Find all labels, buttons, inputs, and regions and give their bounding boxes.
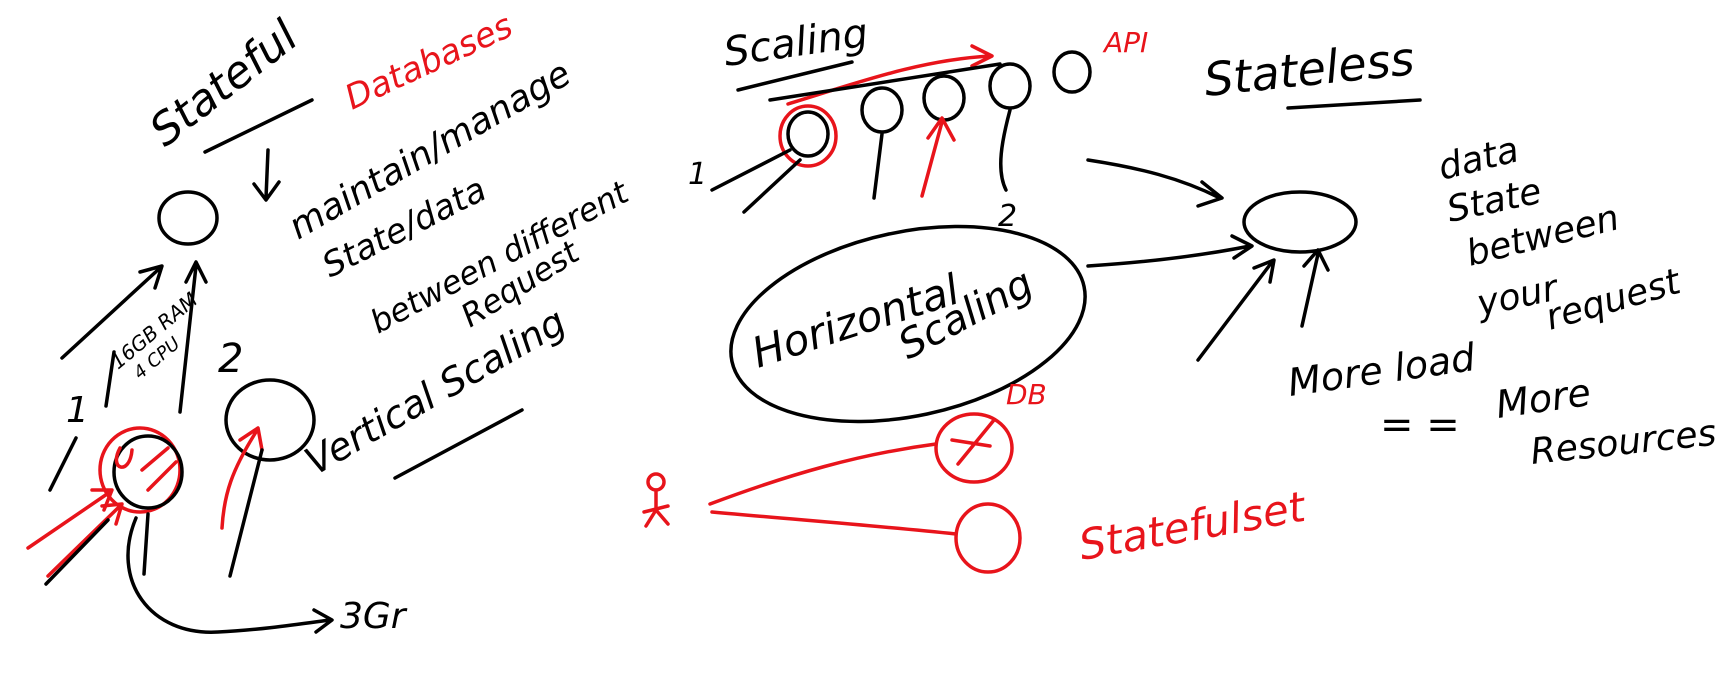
pod-1-leg-a <box>710 148 792 192</box>
stateless-title: Stateless <box>1202 31 1417 107</box>
arrow-scale-up <box>178 260 208 414</box>
arrow-to-server-2 <box>220 426 264 530</box>
stateful-section: Stateful Databases maintain/manage State… <box>26 6 636 637</box>
scaling-title-underline <box>736 60 854 92</box>
load-arrow-2 <box>46 502 124 578</box>
scaling-title: Scaling <box>721 10 871 76</box>
pod-2-leg <box>872 132 884 200</box>
resources-label: Resources <box>1529 413 1716 473</box>
user-to-db2-line <box>710 510 958 536</box>
pod-4 <box>988 62 1032 110</box>
stateless-arrow-2 <box>1086 234 1254 268</box>
pod-5 <box>1052 50 1092 94</box>
db-node-1 <box>934 412 1014 484</box>
api-label: API <box>1102 26 1148 59</box>
user-icon <box>642 472 670 528</box>
pod-2 <box>860 86 904 134</box>
pod-4-leg <box>999 108 1012 192</box>
pod-1-highlight <box>778 104 838 168</box>
scaling-label-2: 2 <box>998 199 1017 234</box>
server-node-2 <box>224 378 316 462</box>
stateless-section: Stateless data State between your reques… <box>1086 31 1716 473</box>
scaling-arrow <box>786 44 994 106</box>
specs-bracket <box>104 350 116 408</box>
scaling-guide-line <box>768 62 1002 102</box>
more-label: More <box>1493 370 1593 427</box>
db-node-1-cross <box>950 418 996 466</box>
stateful-title: Stateful <box>140 10 308 157</box>
moreload-label: More load <box>1285 335 1478 405</box>
server-node-top <box>157 190 219 246</box>
stateless-server <box>1242 190 1358 254</box>
server-2-leg <box>228 448 264 578</box>
pod-1 <box>786 110 830 158</box>
pod-3 <box>922 74 966 122</box>
stateless-arrow-3 <box>1196 258 1276 362</box>
stateless-arrow-1 <box>1086 158 1224 208</box>
stateless-title-underline <box>1286 98 1422 110</box>
pod-3-arrow <box>920 116 956 198</box>
arrow-to-server-top <box>60 264 164 360</box>
statefulset-label: Statefulset <box>1075 482 1310 570</box>
label-3gb: 3Gr <box>340 596 408 637</box>
equals-label: = = <box>1380 402 1460 448</box>
down-arrow-icon <box>252 148 281 202</box>
server-main-marks <box>114 446 178 492</box>
user-to-db1-line <box>708 442 938 506</box>
scaling-label-1: 1 <box>688 157 707 192</box>
load-arrow-3 <box>44 518 110 586</box>
server-node-main-inner <box>112 434 184 510</box>
db-label: DB <box>1006 378 1047 411</box>
stateless-arrow-4 <box>1300 248 1330 328</box>
stateless-desc-line5: request <box>1541 261 1686 339</box>
stateful-tick-1 <box>48 436 78 492</box>
vertical-scaling-underline <box>393 408 524 480</box>
stateful-label-2: 2 <box>218 336 243 382</box>
load-arrow-1 <box>26 488 114 550</box>
server-main-leg <box>142 512 150 576</box>
pod-1-leg-b <box>742 158 802 214</box>
curve-arrow-3gb <box>126 516 334 634</box>
db-node-2 <box>954 502 1022 574</box>
horizontal-scaling-bubble <box>729 224 1087 424</box>
server-node-main <box>98 426 182 514</box>
stateful-title-underline <box>203 98 314 154</box>
stateful-label-1: 1 <box>66 390 89 431</box>
